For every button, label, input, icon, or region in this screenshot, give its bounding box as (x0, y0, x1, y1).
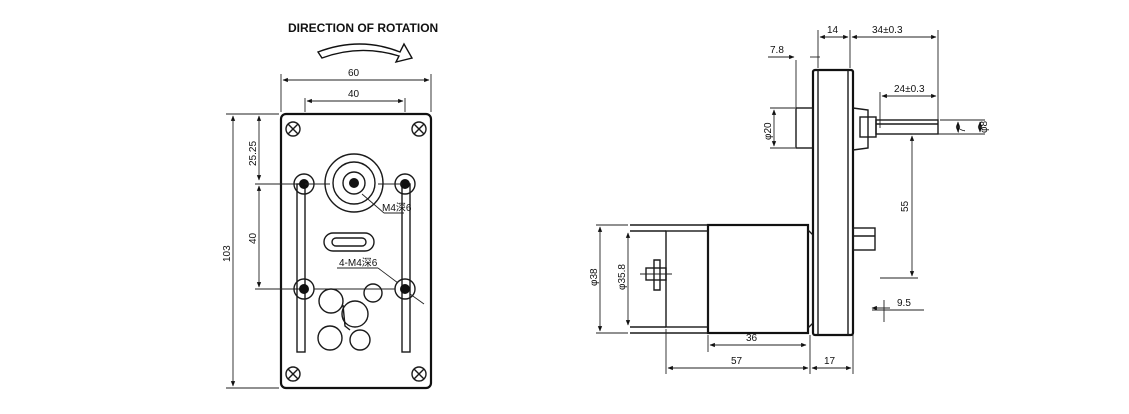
gearbox-flange (811, 68, 855, 337)
dim-shaft-length: 34±0.3 (872, 25, 903, 36)
dim-motor-len: 57 (731, 356, 743, 367)
dim-width-holes: 40 (348, 89, 360, 100)
dim-height-total: 103 (222, 245, 233, 262)
mount-bolt-icon (394, 278, 416, 300)
rotation-title: DIRECTION OF ROTATION (288, 21, 438, 35)
corner-screw-icon (285, 121, 301, 137)
dim-shaft-dia: φ8 (979, 121, 990, 133)
corner-screw-icon (285, 366, 301, 382)
dim-motor-inner: φ35.8 (617, 264, 628, 290)
output-shaft-boss (324, 153, 384, 213)
corner-screw-icon (411, 366, 427, 382)
motor-body (630, 223, 814, 335)
side-view: 14 34±0.3 7.8 24±0.3 φ20 7 φ8 (589, 25, 990, 374)
gear-cutout (317, 283, 383, 351)
dim-gap: 7.8 (770, 45, 784, 56)
dim-motor-can: 36 (746, 333, 758, 344)
front-boss (852, 107, 869, 151)
corner-screw-icon (411, 121, 427, 137)
dim-flange: 14 (827, 25, 839, 36)
dim-gearbox-len: 17 (824, 356, 836, 367)
dim-hole-pitch: 40 (248, 232, 259, 244)
slot-cutout (323, 232, 375, 252)
dim-motor-dia: φ38 (589, 268, 600, 286)
dim-width-outer: 60 (348, 68, 360, 79)
label-mount-thread: 4-M4深6 (339, 257, 378, 269)
rail-left (296, 183, 306, 353)
front-view: DIRECTION OF ROTATION 60 40 103 25.25 40 (222, 21, 438, 390)
output-shaft (875, 119, 939, 135)
dim-offset-bottom: 9.5 (897, 298, 911, 309)
dim-shaft-inner: 24±0.3 (894, 84, 925, 95)
dim-offset-top: 25.25 (248, 141, 259, 166)
dim-shaft-flat: 7 (957, 127, 968, 133)
motor-endcap (665, 230, 709, 328)
rear-boss (795, 107, 814, 149)
dim-shaft-to-motor: 55 (900, 200, 911, 212)
motor-can (706, 223, 810, 335)
rotation-arrow-icon (316, 42, 414, 64)
housing-outline (279, 112, 433, 390)
dim-boss-dia: φ20 (763, 122, 774, 140)
lower-boss (852, 227, 876, 251)
label-shaft-thread: M4深6 (382, 202, 412, 214)
